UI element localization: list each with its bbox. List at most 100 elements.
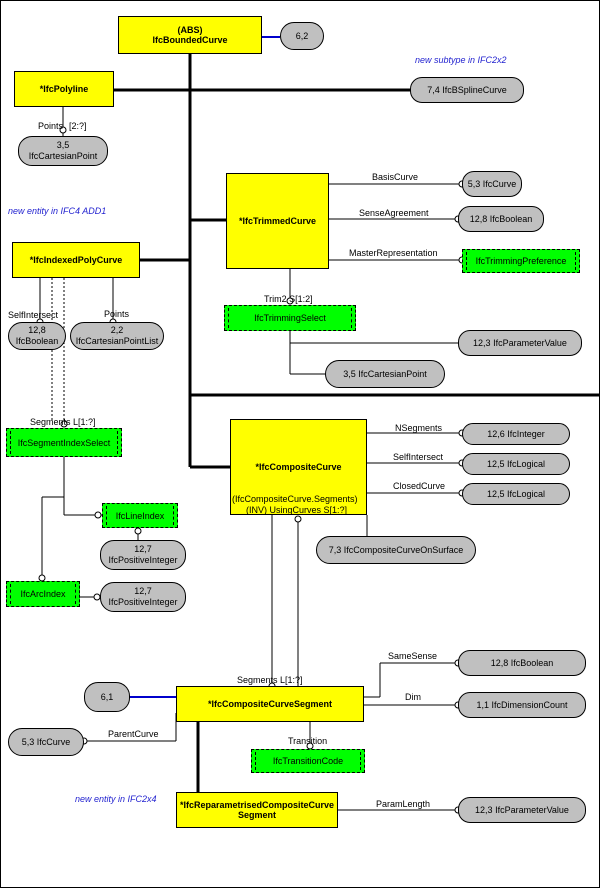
select-border	[255, 752, 361, 770]
label-param-length: ParamLength	[376, 799, 431, 809]
pill-text: 7,3 IfcCompositeCurveOnSurface	[328, 544, 464, 555]
type-ifc-cartesian-point-1[interactable]: 3,5 IfcCartesianPoint	[18, 136, 108, 166]
label-inverse-segments: (IfcCompositeCurve.Segments)	[232, 494, 358, 504]
label-points-aggregate: [2:?]	[69, 121, 87, 131]
label-sense-agreement: SenseAgreement	[359, 208, 429, 218]
pill-text: 12,3 IfcParameterValue	[473, 337, 567, 348]
label-points: Points	[38, 121, 64, 131]
select-text: IfcTrimmingPreference	[475, 256, 567, 266]
pill-text: 12,5 IfcLogical	[486, 488, 546, 499]
pill-text-1: 3,5	[56, 140, 70, 150]
select-text: IfcTrimmingSelect	[254, 313, 326, 323]
entity-name: *IfcCompositeCurveSegment	[207, 699, 333, 709]
type-ifc-boolean-same-sense[interactable]: 12,8 IfcBoolean	[458, 650, 586, 676]
type-ifc-cartesian-point-list[interactable]: 2,2 IfcCartesianPointList	[70, 322, 164, 350]
entity-ifc-composite-curve-segment[interactable]: *IfcCompositeCurveSegment	[176, 686, 364, 722]
label-segments-ccs: Segments L[1:?]	[237, 675, 303, 685]
select-text: IfcSegmentIndexSelect	[17, 437, 111, 448]
note-new-entity-ifc2x4: new entity in IFC2x4	[75, 794, 157, 804]
pill-text: 1,1 IfcDimensionCount	[476, 699, 568, 710]
label-closed-curve: ClosedCurve	[393, 481, 446, 491]
entity-name-line2: Segment	[237, 810, 276, 820]
pill-text: 5,3 IfcCurve	[21, 736, 71, 747]
entity-ifc-composite-curve[interactable]: *IfcCompositeCurve	[230, 419, 367, 515]
label-self-intersect-cc: SelfIntersect	[393, 452, 444, 462]
select-border	[10, 584, 76, 604]
pill-text-2: IfcPositiveInteger	[108, 555, 178, 565]
select-text: IfcLineIndex	[115, 510, 165, 521]
pill-text: 12,8 IfcBoolean	[490, 657, 554, 668]
type-ifc-dimension-count[interactable]: 1,1 IfcDimensionCount	[458, 692, 586, 718]
ref-6-1[interactable]: 6,1	[84, 682, 130, 712]
entity-name: *IfcTrimmedCurve	[238, 216, 317, 226]
pill-text-2: IfcCartesianPoint	[28, 151, 98, 161]
pill-text-1: 12,8	[28, 325, 46, 335]
pill-text-2: IfcBoolean	[15, 336, 59, 346]
type-ifc-boolean-self-intersect[interactable]: 12,8 IfcBoolean	[8, 322, 66, 350]
pill-text: 7,4 IfcBSplineCurve	[427, 84, 507, 95]
type-ifc-cartesian-point-2[interactable]: 3,5 IfcCartesianPoint	[325, 360, 445, 388]
type-ifc-boolean-sense[interactable]: 12,8 IfcBoolean	[458, 206, 544, 232]
entity-name: IfcBoundedCurve	[152, 35, 228, 45]
note-new-entity-ifc4-add1: new entity in IFC4 ADD1	[8, 206, 107, 216]
pill-text-2: IfcCartesianPointList	[75, 336, 159, 346]
pill-text-1: 12,7	[134, 544, 152, 554]
abstract-marker: (ABS)	[177, 25, 203, 35]
label-parent-curve: ParentCurve	[108, 729, 159, 739]
pill-text: 12,3 IfcParameterValue	[475, 804, 569, 815]
select-border	[466, 252, 576, 270]
select-text: IfcArcIndex	[20, 589, 66, 599]
select-border	[228, 308, 352, 328]
label-trim: Trim2 S[1:2]	[264, 294, 313, 304]
entity-ifc-indexed-poly-curve[interactable]: *IfcIndexedPolyCurve	[12, 242, 140, 278]
ref-6-2[interactable]: 6,2	[280, 22, 324, 50]
select-ifc-segment-index-select[interactable]: IfcSegmentIndexSelect	[6, 428, 122, 457]
pill-text-1: 12,7	[134, 586, 152, 596]
type-ifc-positive-integer-1[interactable]: 12,7 IfcPositiveInteger	[100, 540, 186, 570]
select-ifc-trimming-select[interactable]: IfcTrimmingSelect	[224, 305, 356, 331]
pill-text: 6,2	[295, 30, 309, 41]
type-ifc-positive-integer-2[interactable]: 12,7 IfcPositiveInteger	[100, 582, 186, 612]
label-basis-curve: BasisCurve	[372, 172, 419, 182]
entity-name: *IfcCompositeCurve	[255, 462, 342, 472]
entity-ifc-trimmed-curve[interactable]: *IfcTrimmedCurve	[226, 173, 329, 269]
pill-text: 12,6 IfcInteger	[487, 428, 545, 439]
label-segments-ipc: Segments L[1:?]	[30, 417, 96, 427]
type-ifc-curve-parent[interactable]: 5,3 IfcCurve	[8, 728, 84, 756]
entity-name-line1: *IfcReparametrisedCompositeCurve	[179, 800, 335, 810]
label-master-representation: MasterRepresentation	[349, 248, 438, 258]
entity-name: *IfcPolyline	[39, 84, 89, 94]
entity-ifc-bounded-curve[interactable]: (ABS) IfcBoundedCurve	[118, 16, 262, 54]
type-ifc-integer[interactable]: 12,6 IfcInteger	[462, 423, 570, 445]
entity-ifc-reparametrised-composite-curve-segment[interactable]: *IfcReparametrisedCompositeCurve Segment	[176, 792, 338, 828]
select-ifc-line-index[interactable]: IfcLineIndex	[102, 503, 178, 528]
pill-text: 3,5 IfcCartesianPoint	[343, 368, 427, 379]
pill-text: 12,8 IfcBoolean	[469, 213, 533, 224]
pill-text-2: IfcPositiveInteger	[108, 597, 178, 607]
type-ifc-curve-basis[interactable]: 5,3 IfcCurve	[462, 171, 522, 197]
select-ifc-trimming-preference[interactable]: IfcTrimmingPreference	[462, 249, 580, 273]
note-new-subtype-ifc2x2: new subtype in IFC2x2	[415, 55, 507, 65]
select-border	[106, 506, 174, 525]
entity-name: *IfcIndexedPolyCurve	[29, 255, 123, 265]
pill-text: 5,3 IfcCurve	[467, 178, 517, 189]
entity-ifc-polyline[interactable]: *IfcPolyline	[14, 71, 114, 107]
label-nsegments: NSegments	[395, 423, 443, 433]
pill-text-1: 2,2	[110, 325, 124, 335]
label-inverse-using-curves: (INV) UsingCurves S[1:?]	[246, 505, 348, 515]
type-ifc-logical-closed[interactable]: 12,5 IfcLogical	[462, 483, 570, 505]
type-ifc-parameter-value-2[interactable]: 12,3 IfcParameterValue	[458, 797, 586, 823]
select-border	[10, 431, 118, 454]
select-ifc-transition-code[interactable]: IfcTransitionCode	[251, 749, 365, 773]
type-ifc-parameter-value-1[interactable]: 12,3 IfcParameterValue	[458, 330, 582, 356]
type-ifc-bspline-curve[interactable]: 7,4 IfcBSplineCurve	[410, 77, 524, 103]
select-text: IfcTransitionCode	[272, 756, 344, 766]
pill-text: 6,1	[100, 691, 114, 702]
select-ifc-arc-index[interactable]: IfcArcIndex	[6, 581, 80, 607]
label-same-sense: SameSense	[388, 651, 438, 661]
type-ifc-composite-curve-on-surface[interactable]: 7,3 IfcCompositeCurveOnSurface	[316, 536, 476, 564]
type-ifc-logical-self-intersect[interactable]: 12,5 IfcLogical	[462, 453, 570, 475]
label-points-ipc: Points	[104, 309, 130, 319]
label-dim: Dim	[405, 692, 421, 702]
